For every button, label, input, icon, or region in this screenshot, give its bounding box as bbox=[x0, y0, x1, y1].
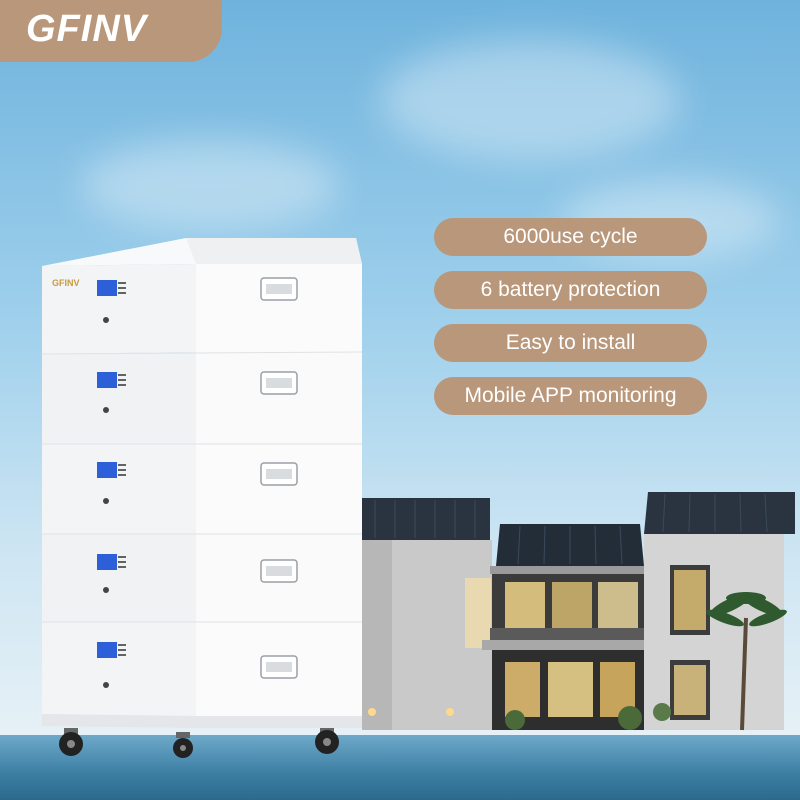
feature-pill-install: Easy to install bbox=[434, 324, 707, 362]
battery-brand-label: GFINV bbox=[52, 278, 80, 288]
battery-module bbox=[42, 443, 362, 534]
feature-pill-cycle: 6000use cycle bbox=[434, 218, 707, 256]
battery-stack: GFINV bbox=[36, 238, 363, 758]
battery-module bbox=[41, 351, 363, 444]
battery-module bbox=[42, 621, 362, 716]
feature-pill-monitoring: Mobile APP monitoring bbox=[434, 377, 707, 415]
pool bbox=[0, 735, 800, 800]
battery-module bbox=[42, 533, 362, 622]
battery-module bbox=[42, 264, 362, 354]
brand-logo: GFINV bbox=[26, 8, 148, 50]
logo-badge: GFINV bbox=[0, 0, 222, 62]
feature-pill-protection: 6 battery protection bbox=[434, 271, 707, 309]
